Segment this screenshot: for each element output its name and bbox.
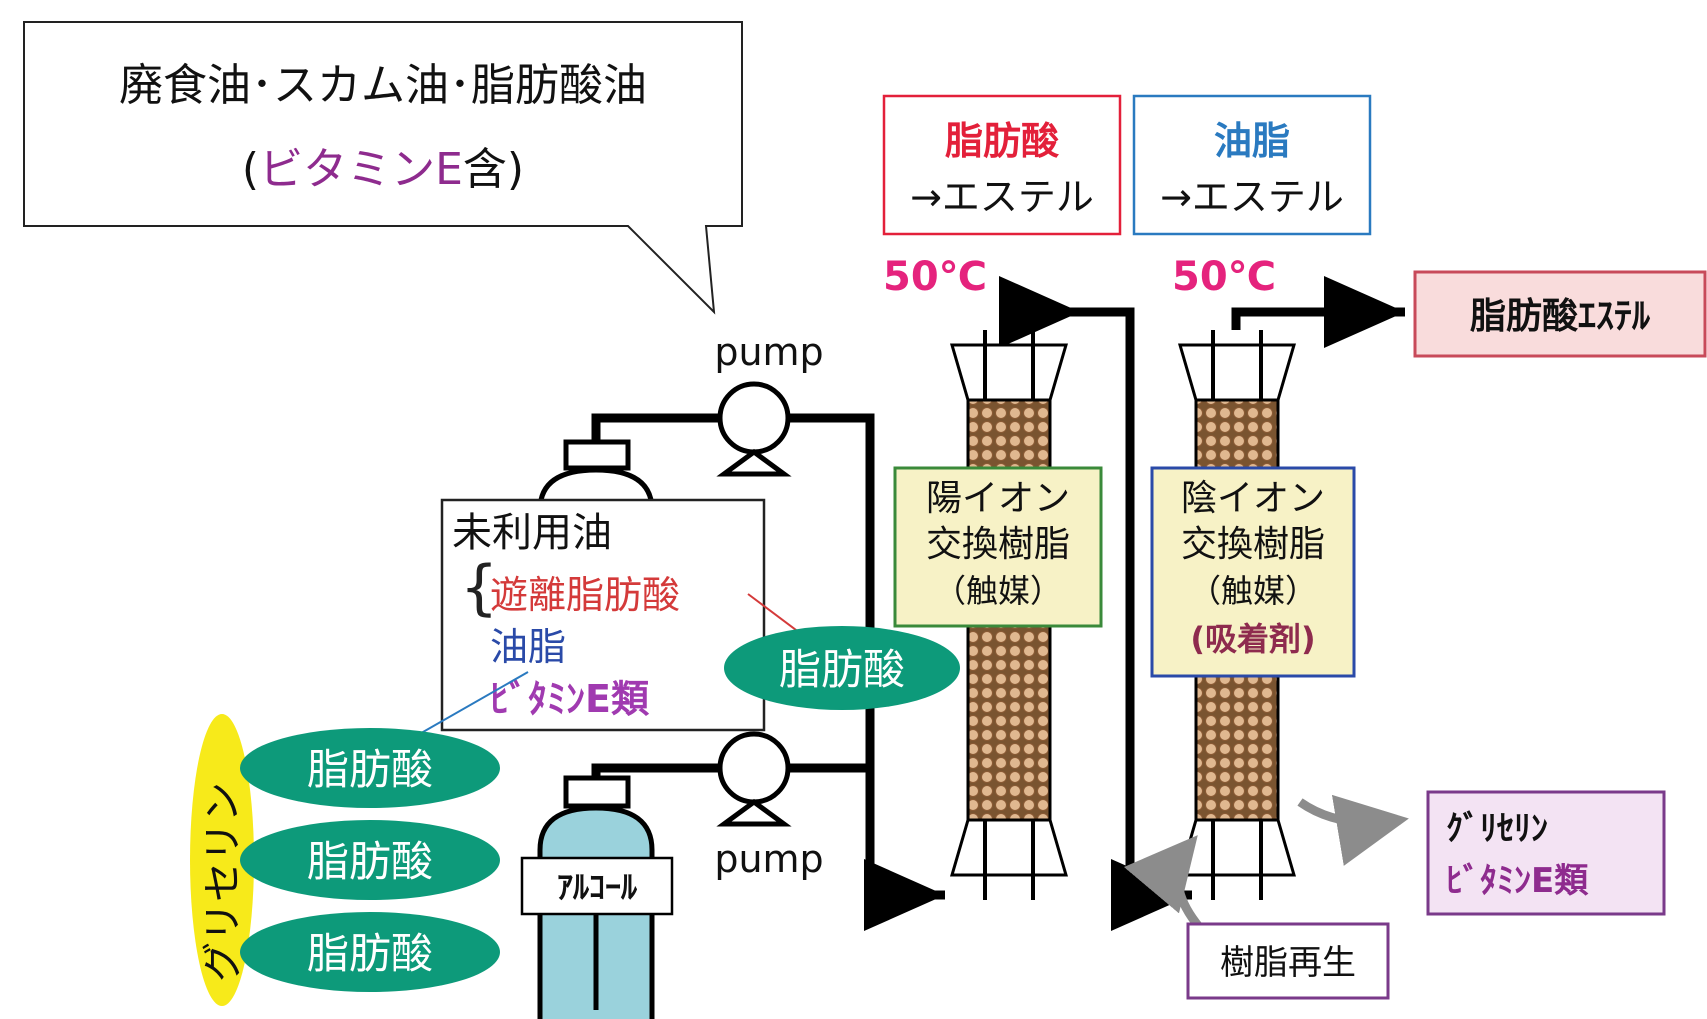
pump-top-label: pump [714, 330, 823, 374]
output-ester-label: 脂肪酸ｴｽﾃﾙ [1470, 296, 1651, 337]
free-fatty-acid-pill: 脂肪酸 [724, 626, 960, 710]
alcohol-label: ｱﾙｺｰﾙ [557, 868, 638, 906]
column-1: 陽イオン 交換樹脂 （触媒） [893, 330, 1103, 900]
callout-line2: (ビタミンE含) [242, 144, 524, 195]
feed-box: 未利用油 { 遊離脂肪酸 油脂 ﾋﾞﾀﾐﾝE類 [440, 498, 766, 732]
column2-line1: 陰イオン [1181, 478, 1325, 519]
feed-title: 未利用油 [452, 510, 612, 556]
regen-arrows [1123, 794, 1409, 931]
feed-item-oil: 油脂 [490, 625, 566, 669]
callout-bubble: 廃食油･スカム油･脂肪酸油 (ビタミンE含) [23, 21, 743, 315]
step1-title: 脂肪酸 [945, 119, 1060, 163]
column2-line2: 交換樹脂 [1181, 524, 1325, 565]
alcohol-tank: ｱﾙｺｰﾙ [520, 775, 674, 1019]
fatty-acid-chain-1: 脂肪酸 [307, 745, 433, 794]
step2-temp: 50℃ [1172, 254, 1276, 300]
glycerin-backbone-label: グリセリン [200, 782, 246, 982]
step1-temp: 50℃ [883, 254, 987, 300]
step2-title: 油脂 [1214, 119, 1290, 163]
step2-box: 油脂 →エステル [1132, 94, 1372, 236]
step2-subtitle: →エステル [1160, 175, 1344, 219]
column1-line1: 陽イオン [926, 478, 1070, 519]
regen-box: 樹脂再生 [1186, 922, 1390, 1000]
output-glycerin-box: ｸﾞﾘｾﾘﾝ ﾋﾞﾀﾐﾝE類 [1426, 790, 1666, 916]
column1-line3: （触媒） [934, 572, 1062, 610]
feed-item-vitamin-e: ﾋﾞﾀﾐﾝE類 [490, 677, 650, 721]
regen-label: 樹脂再生 [1220, 943, 1356, 983]
fatty-acid-chain-3: 脂肪酸 [307, 929, 433, 978]
pump-top: pump [714, 330, 824, 477]
triglyceride-molecule: グリセリン 脂肪酸 脂肪酸 脂肪酸 [190, 714, 500, 1006]
pump-bottom: pump [714, 731, 824, 881]
output-glycerin-line2: ﾋﾞﾀﾐﾝE類 [1446, 861, 1589, 901]
pump-bottom-label: pump [714, 837, 823, 881]
column2-line3: （触媒） [1189, 572, 1317, 610]
step1-subtitle: →エステル [910, 175, 1094, 219]
output-ester-box: 脂肪酸ｴｽﾃﾙ [1413, 270, 1707, 358]
column-2: 陰イオン 交換樹脂 （触媒） (吸着剤) [1150, 330, 1356, 900]
column2-line4: (吸着剤) [1190, 620, 1315, 658]
step1-box: 脂肪酸 →エステル [882, 94, 1122, 236]
free-fatty-acid-label: 脂肪酸 [779, 645, 905, 694]
feed-brace: { [460, 553, 498, 623]
column1-line2: 交換樹脂 [926, 524, 1070, 565]
feed-item-free-fatty-acid: 遊離脂肪酸 [490, 573, 680, 617]
output-glycerin-line1: ｸﾞﾘｾﾘﾝ [1446, 809, 1548, 849]
fatty-acid-chain-2: 脂肪酸 [307, 837, 433, 886]
callout-line1: 廃食油･スカム油･脂肪酸油 [119, 60, 647, 111]
